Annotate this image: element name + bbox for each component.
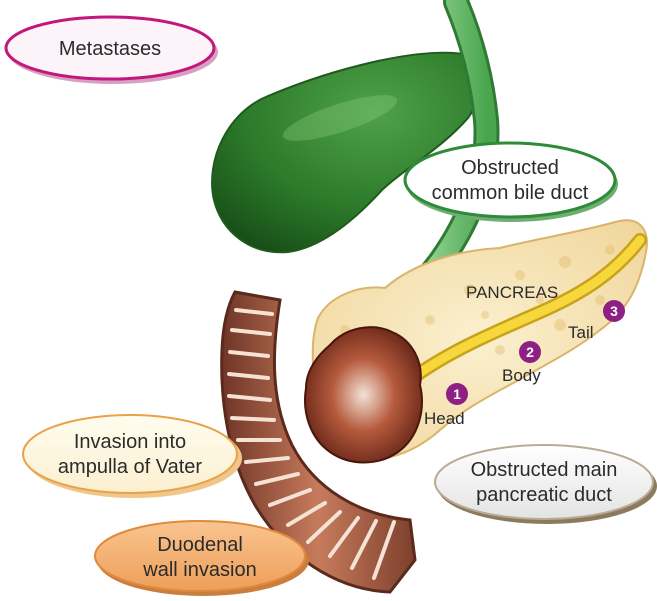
metastases-label: Metastases (59, 38, 161, 60)
body-number: 2 (526, 344, 534, 360)
obstructed-cbd-line2: common bile duct (432, 182, 589, 204)
metastases-callout: Metastases (6, 17, 218, 84)
obstructed-mpd-line2: pancreatic duct (476, 484, 612, 506)
duodenal-callout: Duodenal wall invasion (95, 521, 309, 596)
pancreas-title: PANCREAS (466, 283, 558, 302)
invasion-line1: Invasion into (74, 431, 186, 453)
duodenal-line1: Duodenal (157, 534, 243, 556)
tail-label: Tail (568, 323, 594, 342)
body-label: Body (502, 366, 541, 385)
obstructed-cbd-callout: Obstructed common bile duct (405, 143, 618, 222)
obstructed-mpd-line1: Obstructed main (471, 459, 618, 481)
invasion-callout: Invasion into ampulla of Vater (23, 415, 242, 498)
tail-number: 3 (610, 303, 618, 319)
invasion-line2: ampulla of Vater (58, 456, 202, 478)
head-number: 1 (453, 386, 461, 402)
obstructed-mpd-callout: Obstructed main pancreatic duct (435, 445, 657, 524)
head-label: Head (424, 409, 465, 428)
duodenal-line2: wall invasion (142, 559, 256, 581)
obstructed-cbd-line1: Obstructed (461, 157, 559, 179)
